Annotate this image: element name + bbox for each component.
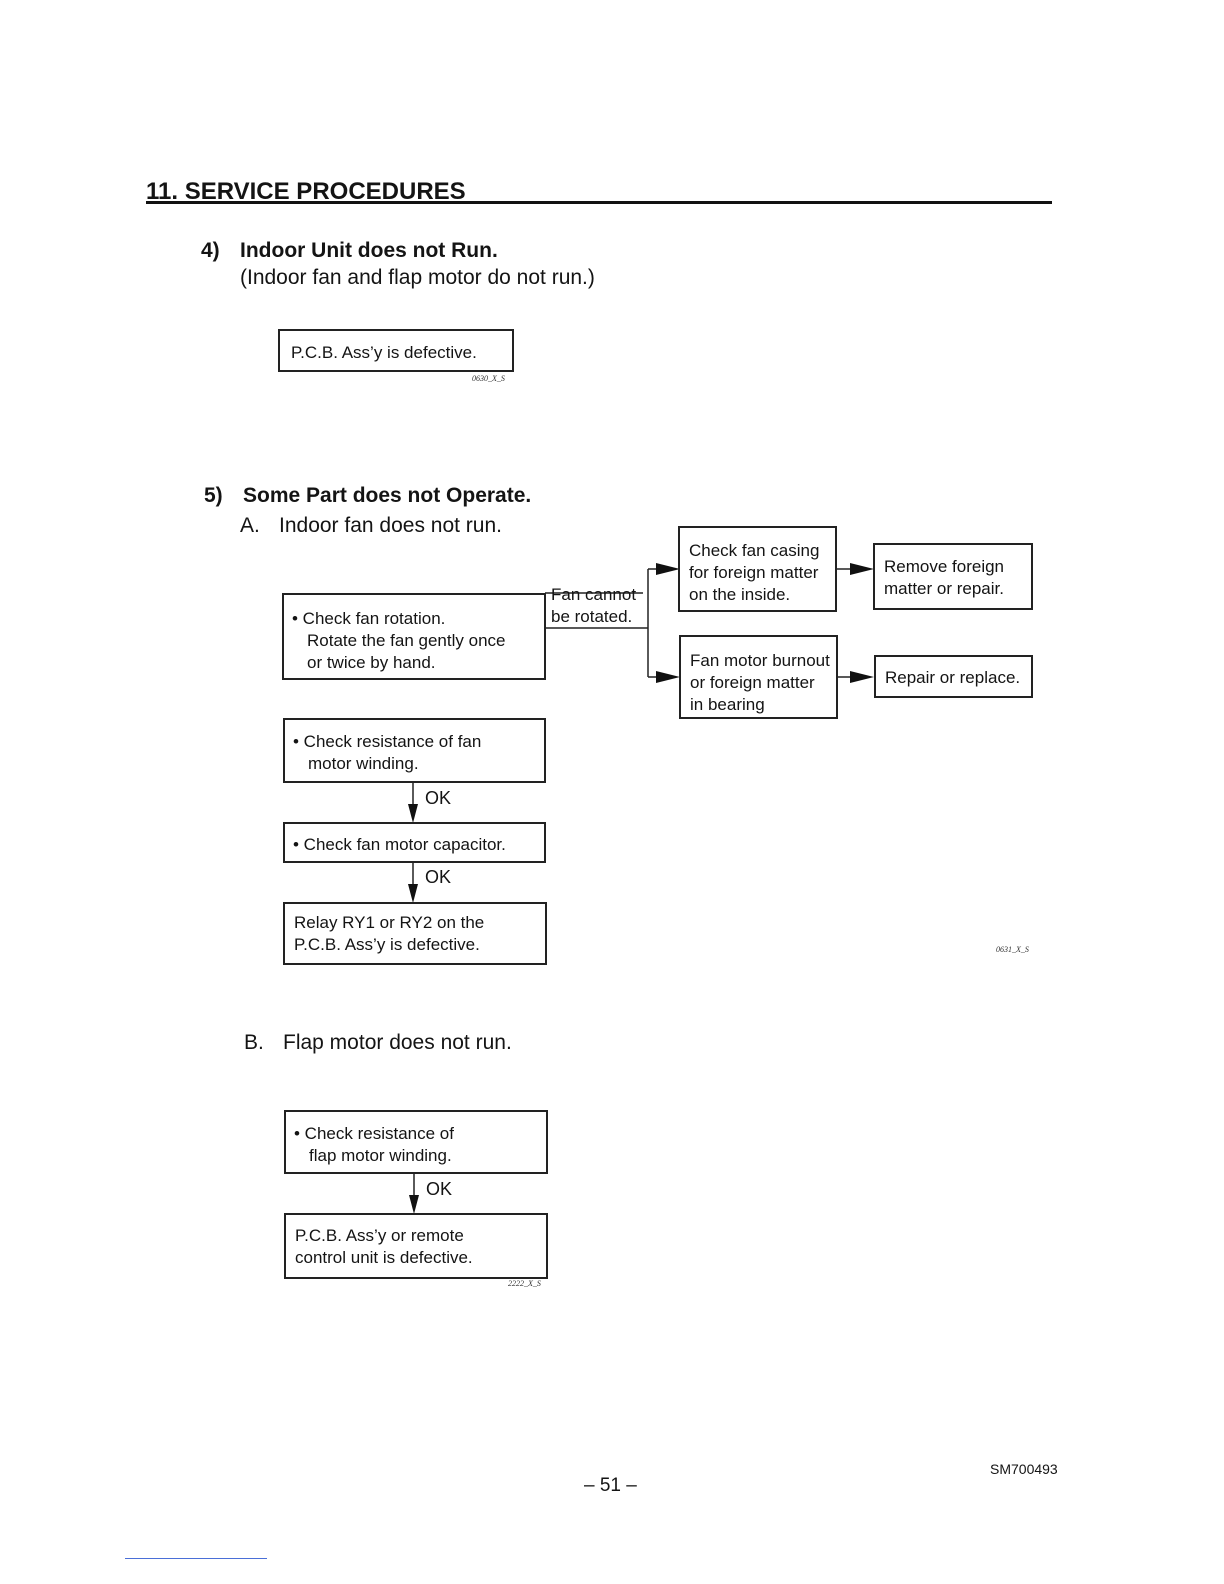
- check-fan-casing-box: Check fan casing for foreign matter on t…: [678, 526, 837, 612]
- item5a-letter: A.: [240, 514, 260, 537]
- check-fan-winding-resistance-box: • Check resistance of fan motor winding.: [283, 718, 546, 783]
- diagram-code-0630: 0630_X_S: [472, 374, 505, 383]
- item4-title: Indoor Unit does not Run.: [240, 239, 498, 262]
- diagram-code-2222: 2222_X_S: [508, 1279, 541, 1288]
- check-fan-capacitor-box: • Check fan motor capacitor.: [283, 822, 546, 863]
- repair-or-replace-box: Repair or replace.: [874, 655, 1033, 698]
- fan-motor-burnout-box: Fan motor burnout or foreign matter in b…: [679, 635, 838, 719]
- diagram-code-0631: 0631_X_S: [996, 945, 1029, 954]
- pcb-defective-box: P.C.B. Ass’y is defective.: [278, 329, 514, 372]
- pcb-or-remote-defective-box: P.C.B. Ass’y or remote control unit is d…: [284, 1213, 548, 1279]
- item5b-heading: Flap motor does not run.: [283, 1031, 512, 1054]
- remove-foreign-matter-box: Remove foreign matter or repair.: [873, 543, 1033, 610]
- page-number: – 51 –: [584, 1475, 637, 1496]
- check-flap-winding-resistance-box: • Check resistance of flap motor winding…: [284, 1110, 548, 1174]
- ok-label-2: OK: [425, 867, 452, 887]
- fan-cannot-rotate-label: Fan cannot be rotated.: [551, 585, 637, 626]
- item5-title: Some Part does not Operate.: [243, 484, 532, 507]
- bottom-blue-line: [125, 1558, 267, 1559]
- item5-number: 5): [204, 484, 223, 507]
- doc-id: SM700493: [990, 1461, 1058, 1477]
- item5a-heading: Indoor fan does not run.: [279, 514, 502, 537]
- ok-label-1: OK: [425, 788, 452, 808]
- section-title: 11. SERVICE PROCEDURES: [146, 178, 466, 205]
- item5b-letter: B.: [244, 1031, 264, 1054]
- header-rule: [146, 201, 1052, 204]
- item4-subtitle: (Indoor fan and flap motor do not run.): [240, 266, 595, 289]
- item4-number: 4): [201, 239, 220, 262]
- ok-label-3: OK: [426, 1179, 453, 1199]
- check-fan-rotation-box: • Check fan rotation. Rotate the fan gen…: [282, 593, 546, 680]
- relay-defective-box: Relay RY1 or RY2 on the P.C.B. Ass’y is …: [283, 902, 547, 965]
